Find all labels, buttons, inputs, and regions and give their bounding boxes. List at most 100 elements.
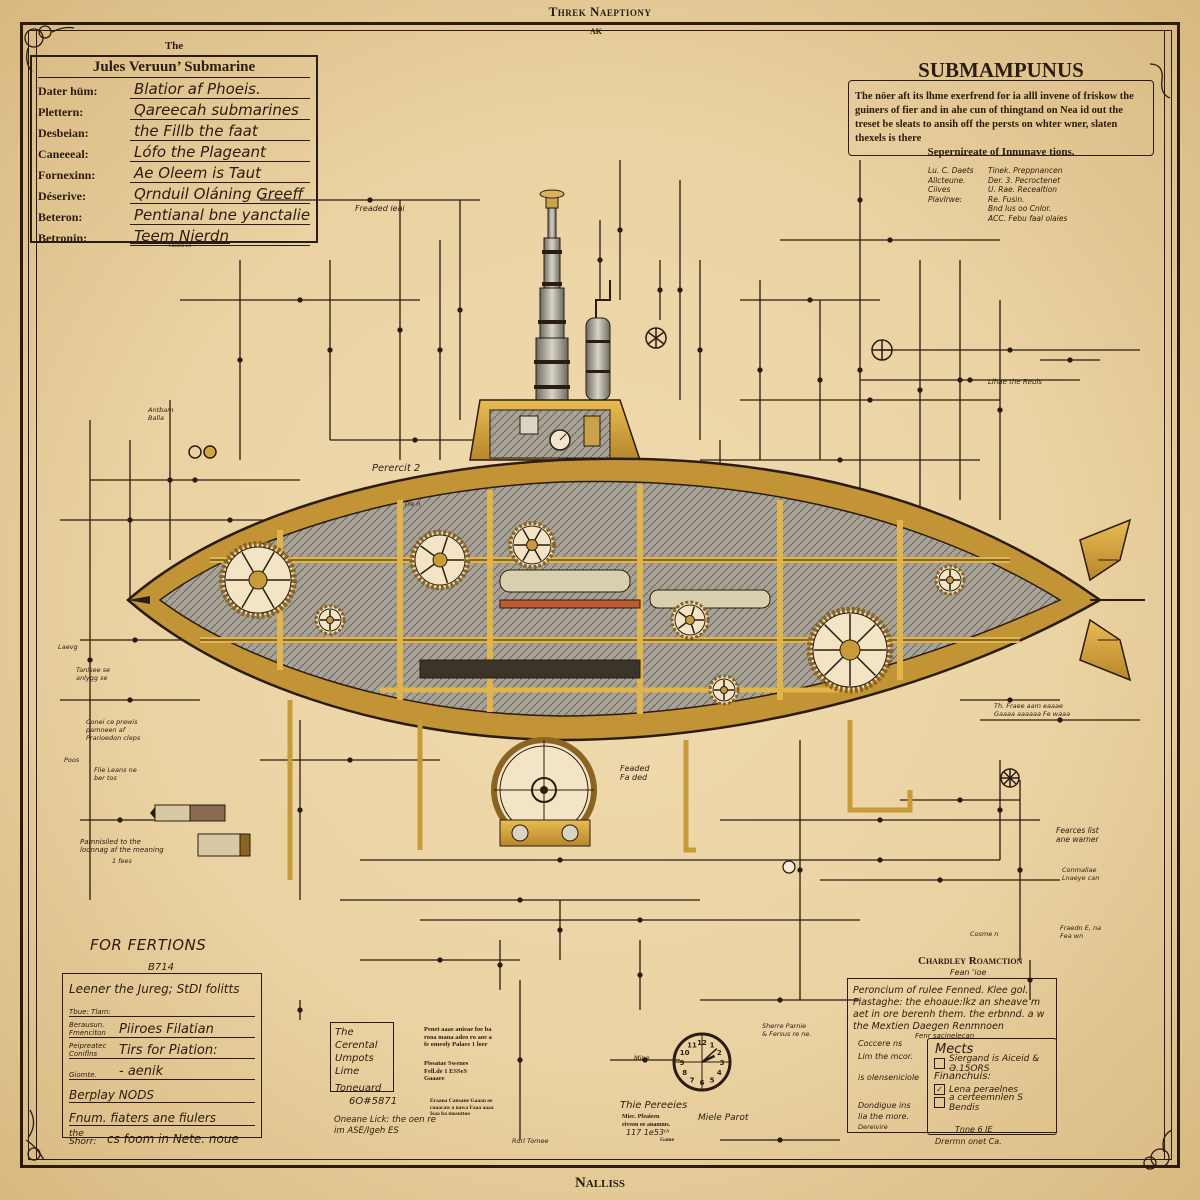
spec-row: Plettern:Qareecah submarines	[38, 99, 310, 120]
checklist-item[interactable]: a certeemnlen S Bendis	[928, 1093, 1056, 1113]
outer-border	[20, 22, 1180, 1168]
wire-junction	[327, 347, 333, 353]
annotation-fireador: Fraedn E, na Fea wn	[1060, 924, 1102, 940]
spec-row-key: Beteron:	[38, 210, 83, 224]
annotation-mine: Mine	[634, 1054, 650, 1062]
spec-row: Caneeeal:Lófo the Plageant	[38, 141, 310, 162]
chardley-subtitle: Fean 'ioe	[950, 968, 987, 977]
annotation-fearces-list: Fearces lìst ane warner	[1056, 826, 1099, 844]
wire-junction	[497, 962, 503, 968]
wire-junction	[237, 357, 243, 363]
note-perecies-title: Thie Pereeies	[620, 1100, 688, 1111]
cerental-card: The Cerental Umpots Lime Toneuard 6O#587…	[330, 1022, 397, 1107]
checkbox-checked[interactable]: ✓	[934, 1084, 945, 1095]
gear-symbol-right	[782, 860, 796, 874]
wire-junction	[297, 807, 303, 813]
wire-junction	[457, 307, 463, 313]
for-fertions-title: FOR FERTIONS	[90, 936, 207, 954]
wire-junction	[1057, 717, 1063, 723]
annotation-anten: Antbam Balla	[148, 406, 174, 422]
bottom-note-1: Dondigue ins	[858, 1101, 911, 1110]
for-fertions-code: B714	[148, 962, 174, 973]
spec-row: Beteron: Pentianal bne yanctalien.	[38, 204, 310, 225]
inner-border	[28, 30, 1172, 1160]
checklist-label: Lena peraelnes	[949, 1084, 1019, 1095]
wire-junction	[777, 997, 783, 1003]
compass-symbol	[871, 339, 893, 361]
wire-junction	[677, 287, 683, 293]
bottom-note-2: lia the more.	[858, 1112, 910, 1121]
annotation-lihae: Lihae the Reuls	[988, 378, 1043, 386]
spec-row-key: Desbeian:	[38, 126, 89, 140]
ff-row-key: Giomte.	[69, 1071, 97, 1079]
annotation-poos: Poos	[64, 756, 80, 764]
checkbox-unchecked[interactable]	[934, 1058, 945, 1069]
legend-value: ACC. Febu faal olaies	[988, 213, 1068, 223]
cerental-line-2: Umpots Lime	[335, 1053, 374, 1077]
note-perecies-sub: Game	[660, 1137, 675, 1143]
annotation-tre: Tre n	[404, 500, 421, 508]
spec-row-key: Dater hüm:	[38, 84, 98, 98]
right-margin-line	[1164, 30, 1165, 1160]
annotation-feaded: Freaded ieai	[355, 204, 405, 213]
wire-junction	[857, 197, 863, 203]
annotation-panerilea: Pamnisiled to the loonnag af the meaning	[80, 838, 164, 854]
wire-junction	[967, 377, 973, 383]
note-pissatae: Pissatae Swenes Fell.de 1 ESSeS Gaaaee	[424, 1060, 469, 1082]
description-signature: Sepernireate of Innunave tions.	[927, 146, 1075, 158]
note-perecies-body: Miec. Pfeaieen eiveon oe anamms.	[622, 1114, 671, 1128]
spec-row-value: Pentianal bne yanctalien.	[130, 206, 310, 225]
cerental-line-1: The Cerental	[335, 1027, 378, 1051]
legend-value: U. Rae. Recealtion	[988, 185, 1058, 194]
torpedo-left	[150, 804, 251, 857]
annotation-cosel: Conei ce prewis pamneen af Prarioedon cl…	[86, 718, 141, 742]
ff-row-key: Peipreatec Coniflns	[69, 1042, 107, 1058]
spec-card: Jules Veruun’ Submarine Dater hüm:Blatio…	[30, 55, 318, 246]
for-fertions-heading: Leener the Jureg; StDI folitts	[69, 982, 240, 996]
wire-junction	[867, 397, 873, 403]
wire-junction	[807, 297, 813, 303]
wire-junction	[1067, 357, 1073, 363]
wire-junction	[347, 757, 353, 763]
wire-junction	[1007, 347, 1013, 353]
for-fertions-berplay: Berplay NODS	[69, 1080, 255, 1103]
wire-junction	[657, 287, 663, 293]
wire-junction	[697, 347, 703, 353]
wire-junction	[887, 237, 893, 243]
legend-key	[928, 214, 988, 224]
wire-junction	[297, 1007, 303, 1013]
checklist-item[interactable]: ✓ Lena peraelnes	[928, 1083, 1056, 1096]
spec-row-value: Blatior af Phoeis.	[130, 80, 310, 99]
wire-junction	[87, 657, 93, 663]
left-note-1: Coccere ns	[858, 1039, 903, 1048]
gears	[219, 521, 966, 706]
wire-junction	[1007, 697, 1013, 703]
legend-value: Der. 3. Pecroctenet	[988, 175, 1061, 185]
gear	[409, 529, 471, 591]
spec-row-value: Lófo the Plageant	[130, 143, 310, 162]
checkbox-unchecked[interactable]	[934, 1097, 945, 1108]
for-fertions-row: Giomte.- aenik	[69, 1059, 255, 1080]
spec-row: Desbeian:the Fillb the faat	[38, 120, 310, 141]
clock-number: 11	[687, 1042, 697, 1050]
clock-number: 9	[680, 1059, 685, 1067]
legend-key: Ciives	[928, 185, 951, 194]
wiring-lines	[60, 160, 1140, 1143]
ff-row-key: Tbue: Tlam:	[69, 1008, 111, 1016]
meets-footer: Tnne 6 IE	[955, 1125, 993, 1134]
meets-title: Mects	[935, 1042, 974, 1057]
for-fertions-row: Tbue: Tlam:	[69, 996, 255, 1017]
left-margin-line	[36, 30, 37, 1160]
spec-row-key: Plettern:	[38, 105, 84, 119]
for-fertions-card: Leener the Jureg; StDI folitts Tbue: Tla…	[62, 973, 262, 1147]
conning-tower	[469, 399, 642, 461]
clock-number: 7	[690, 1076, 695, 1084]
spec-row: Betronin:Teem Nierdn	[38, 225, 310, 246]
clock-number: 1	[710, 1042, 715, 1050]
wire-junction	[642, 1057, 648, 1063]
clock-number: 3	[720, 1059, 725, 1067]
corner-flourish-bottom-left	[25, 1109, 45, 1161]
header-mark: AK	[590, 27, 602, 36]
checklist-item[interactable]: Siergand is Aiceid & Ə.15ORS	[928, 1054, 1056, 1074]
checklist-heading: Financhuis:	[928, 1070, 1056, 1083]
